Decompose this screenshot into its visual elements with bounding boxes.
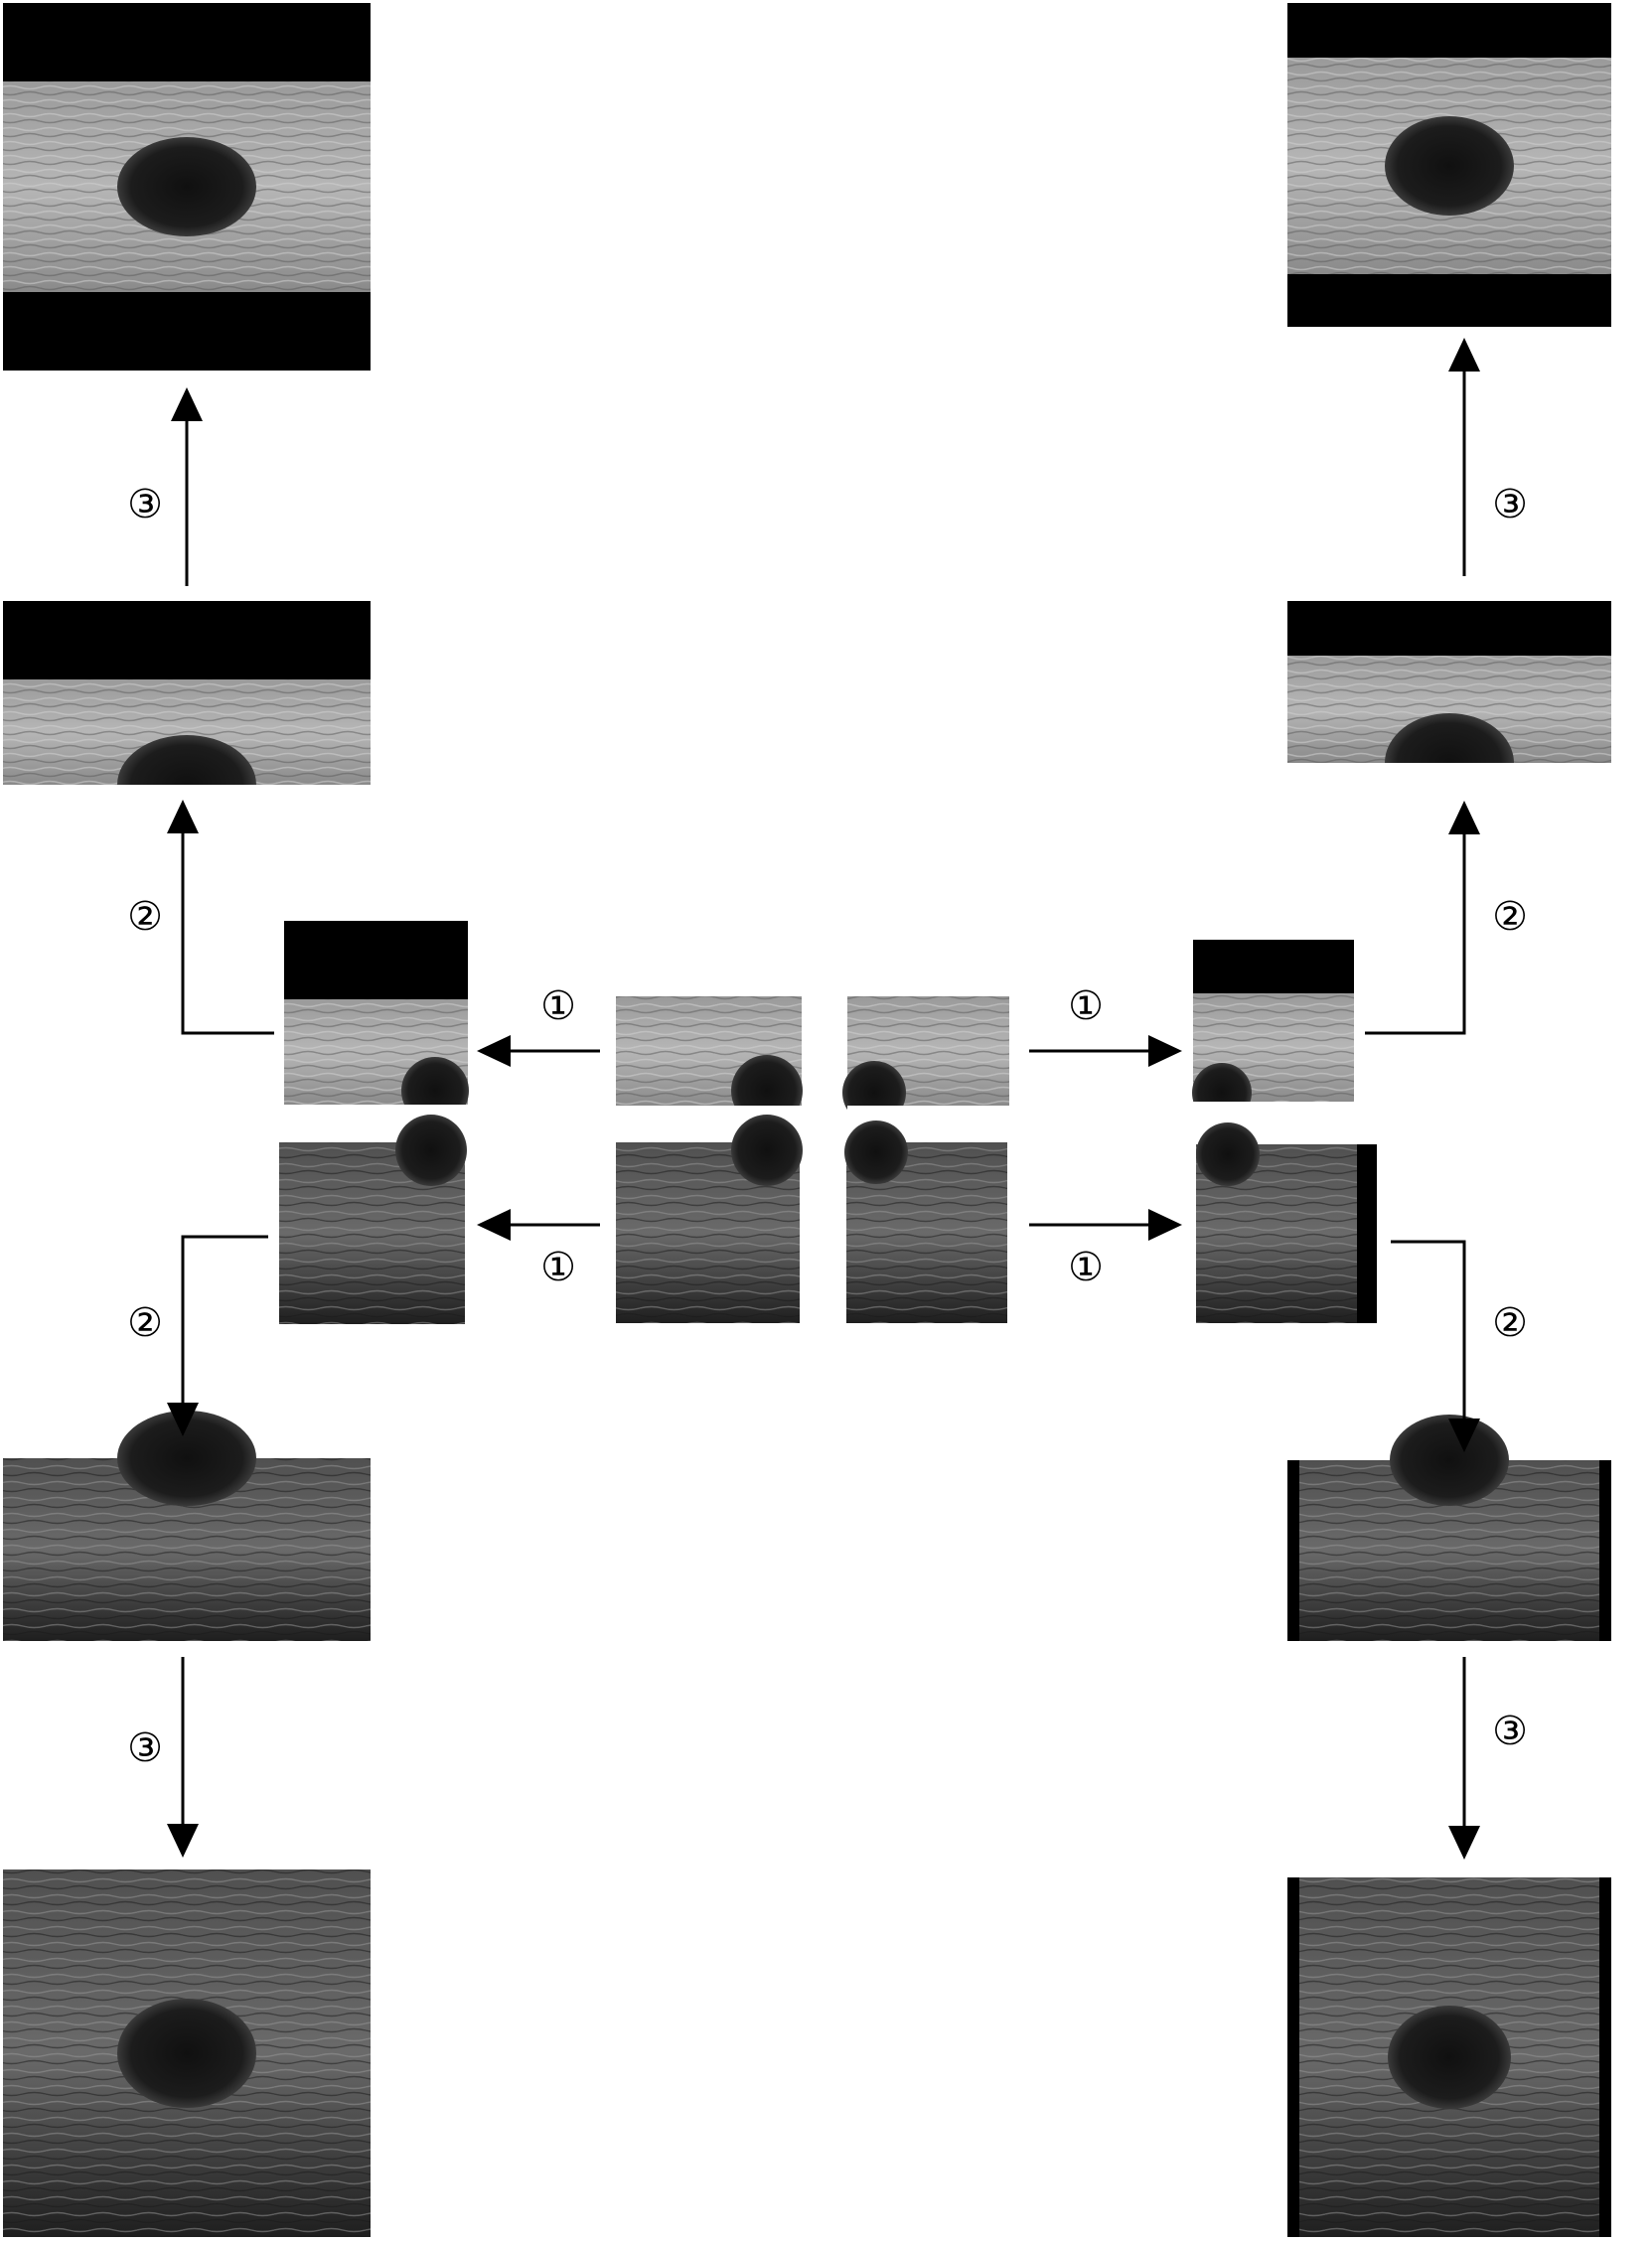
result-image-top-left	[3, 3, 371, 371]
arrow-left-2-head	[167, 800, 199, 833]
step-label-right-2: ②	[1492, 894, 1528, 940]
arrow-lower-right-1-head	[1148, 1209, 1182, 1241]
step1-image-upper-right	[1192, 940, 1354, 1131]
step1-image-lower-right	[1196, 1122, 1377, 1323]
arrow-left-2-shaft	[181, 829, 274, 1035]
arrow-right-3-head	[1448, 338, 1480, 372]
step-label-upper-right-1: ①	[1068, 983, 1104, 1029]
arrow-lower-left-2-head	[167, 1403, 199, 1436]
step-label-lower-right-3: ③	[1492, 1709, 1528, 1754]
arrow-lower-left-2-shaft	[181, 1235, 268, 1403]
step-label-lower-left-2: ②	[127, 1300, 163, 1346]
step2-image-top-left	[3, 601, 371, 844]
original-image-upper-right	[842, 996, 1009, 1135]
arrow-left-3-head	[171, 387, 203, 421]
step-label-left-3: ③	[127, 482, 163, 527]
step2-image-lower-right	[1287, 1415, 1611, 1641]
original-image-lower-right	[844, 1121, 1007, 1323]
arrow-lower-left-1-head	[477, 1209, 511, 1241]
step-label-lower-right-1: ①	[1068, 1245, 1104, 1290]
step-label-lower-right-2: ②	[1492, 1300, 1528, 1346]
arrow-right-2-head	[1448, 801, 1480, 834]
result-image-bottom-left	[3, 1869, 371, 2237]
step1-image-lower-left	[279, 1115, 467, 1324]
arrow-upper-left-1-head	[477, 1035, 511, 1067]
result-image-bottom-right	[1287, 1877, 1611, 2237]
step-label-right-3: ③	[1492, 482, 1528, 527]
step-label-left-2: ②	[127, 894, 163, 940]
original-image-upper-left	[616, 996, 803, 1135]
arrow-upper-right-1-head	[1148, 1035, 1182, 1067]
arrow-lower-right-2-head	[1448, 1419, 1480, 1452]
step-label-lower-left-3: ③	[127, 1725, 163, 1771]
result-image-top-right	[1287, 3, 1611, 327]
step-label-upper-left-1: ①	[540, 983, 576, 1029]
step-label-lower-left-1: ①	[540, 1245, 576, 1290]
arrow-right-2-shaft	[1365, 832, 1466, 1035]
step1-image-upper-left	[284, 921, 469, 1144]
arrow-lower-right-3-head	[1448, 1826, 1480, 1860]
step2-image-top-right	[1287, 601, 1611, 822]
arrow-lower-right-2-shaft	[1391, 1240, 1466, 1420]
step2-image-lower-left	[3, 1411, 371, 1641]
arrow-lower-left-3-head	[167, 1824, 199, 1858]
original-image-lower-left	[616, 1115, 803, 1323]
